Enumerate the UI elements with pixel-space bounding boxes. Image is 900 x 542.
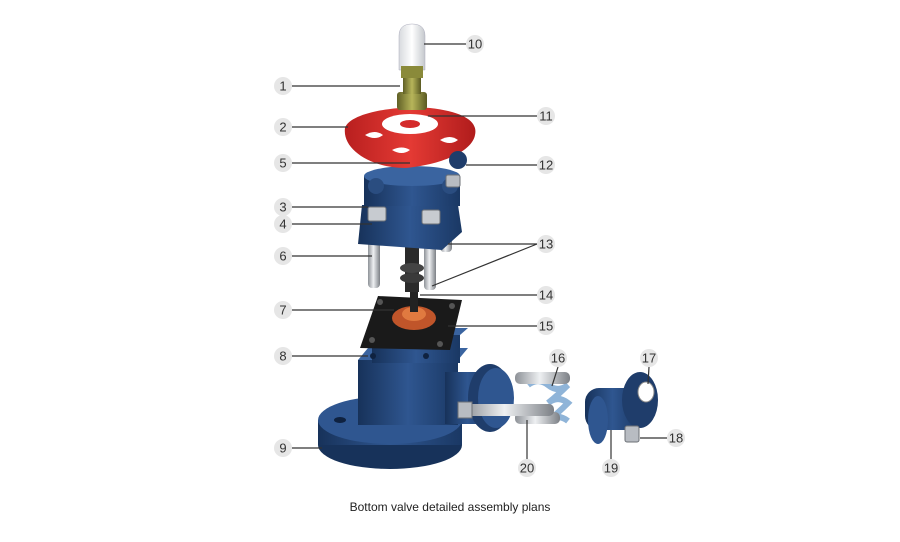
callout-label-11: 11 bbox=[539, 109, 553, 124]
leader-line-16 bbox=[551, 366, 559, 387]
callout-circle-10 bbox=[466, 35, 484, 53]
handwheel bbox=[344, 107, 476, 169]
nozzle-piece bbox=[585, 372, 658, 444]
callout-circle-17 bbox=[640, 349, 658, 367]
callout-8: 8 bbox=[274, 347, 292, 365]
leader-lines bbox=[292, 43, 667, 459]
outlet-flange bbox=[468, 364, 514, 432]
callout-15: 15 bbox=[537, 317, 555, 335]
callout-circle-1 bbox=[274, 77, 292, 95]
callout-label-7: 7 bbox=[279, 303, 286, 318]
callout-14: 14 bbox=[537, 286, 555, 304]
callout-label-12: 12 bbox=[539, 158, 553, 173]
callout-circle-14 bbox=[537, 286, 555, 304]
callout-label-18: 18 bbox=[669, 431, 683, 446]
leader-line-13 bbox=[431, 243, 538, 287]
callout-circle-15 bbox=[537, 317, 555, 335]
callout-label-5: 5 bbox=[279, 156, 286, 171]
callout-circle-5 bbox=[274, 154, 292, 172]
callout-circle-2 bbox=[274, 118, 292, 136]
leader-line-17 bbox=[647, 366, 650, 385]
callout-circle-7 bbox=[274, 301, 292, 319]
callout-label-15: 15 bbox=[539, 319, 553, 334]
diagram-caption: Bottom valve detailed assembly plans bbox=[349, 500, 551, 514]
callout-19: 19 bbox=[602, 459, 620, 477]
callout-label-6: 6 bbox=[279, 249, 286, 264]
callout-circle-9 bbox=[274, 439, 292, 457]
callout-label-9: 9 bbox=[279, 441, 286, 456]
callout-label-4: 4 bbox=[279, 217, 286, 232]
callout-11: 11 bbox=[537, 107, 555, 125]
callout-18: 18 bbox=[667, 429, 685, 447]
callout-5: 5 bbox=[274, 154, 292, 172]
callout-label-3: 3 bbox=[279, 200, 286, 215]
callout-label-20: 20 bbox=[520, 461, 534, 476]
bonnet bbox=[358, 166, 462, 250]
cap bbox=[398, 23, 426, 78]
callout-10: 10 bbox=[466, 35, 484, 53]
spring bbox=[515, 372, 573, 424]
callout-label-2: 2 bbox=[279, 120, 286, 135]
callout-label-14: 14 bbox=[539, 288, 553, 303]
callout-7: 7 bbox=[274, 301, 292, 319]
callout-label-13: 13 bbox=[539, 237, 553, 252]
callout-13: 13 bbox=[537, 235, 555, 253]
callout-9: 9 bbox=[274, 439, 292, 457]
callout-12: 12 bbox=[537, 156, 555, 174]
callout-circle-4 bbox=[274, 215, 292, 233]
callout-label-17: 17 bbox=[642, 351, 656, 366]
callout-label-16: 16 bbox=[551, 351, 565, 366]
callout-label-8: 8 bbox=[279, 349, 286, 364]
callout-16: 16 bbox=[549, 349, 567, 367]
callout-circle-8 bbox=[274, 347, 292, 365]
callout-2: 2 bbox=[274, 118, 292, 136]
callout-circle-13 bbox=[537, 235, 555, 253]
outlet-studs bbox=[457, 401, 554, 419]
callout-circle-3 bbox=[274, 198, 292, 216]
callout-circle-11 bbox=[537, 107, 555, 125]
callout-circle-20 bbox=[518, 459, 536, 477]
brass-nut bbox=[397, 78, 427, 110]
callout-circle-6 bbox=[274, 247, 292, 265]
callout-3: 3 bbox=[274, 198, 292, 216]
seal-ring bbox=[392, 290, 436, 330]
callout-circle-12 bbox=[537, 156, 555, 174]
callout-6: 6 bbox=[274, 247, 292, 265]
callout-4: 4 bbox=[274, 215, 292, 233]
callout-20: 20 bbox=[518, 459, 536, 477]
callout-circle-18 bbox=[667, 429, 685, 447]
callout-label-10: 10 bbox=[468, 37, 482, 52]
callout-1: 1 bbox=[274, 77, 292, 95]
callout-17: 17 bbox=[640, 349, 658, 367]
callout-label-19: 19 bbox=[604, 461, 618, 476]
callout-circle-16 bbox=[549, 349, 567, 367]
callout-circle-19 bbox=[602, 459, 620, 477]
callout-label-1: 1 bbox=[279, 79, 286, 94]
